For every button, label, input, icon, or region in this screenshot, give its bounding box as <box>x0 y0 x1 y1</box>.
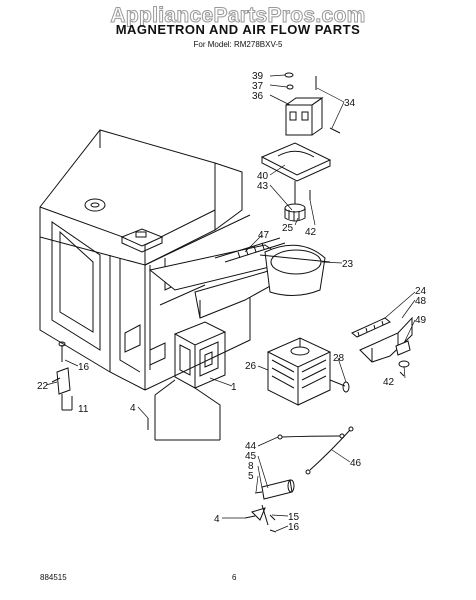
callout-4-upper: 4 <box>130 403 136 414</box>
callout-labels: 39 37 36 34 40 43 25 42 47 23 24 48 49 4… <box>37 71 427 533</box>
callout-42-lower: 42 <box>383 377 395 388</box>
callout-42-upper: 42 <box>305 227 317 238</box>
door-parts-drawing <box>51 341 149 430</box>
callout-34: 34 <box>344 98 356 109</box>
callout-40: 40 <box>257 171 269 182</box>
callout-24: 24 <box>415 286 427 297</box>
callout-25: 25 <box>282 223 294 234</box>
callout-8: 8 <box>248 461 254 472</box>
watermark: AppliancePartsPros.com <box>110 4 366 28</box>
callout-23: 23 <box>342 259 354 270</box>
air-duct-drawing <box>148 237 331 319</box>
callout-22: 22 <box>37 381 49 392</box>
callout-46: 46 <box>350 458 362 469</box>
callout-37: 37 <box>252 81 264 92</box>
callout-11: 11 <box>78 404 89 415</box>
callout-28: 28 <box>333 353 345 364</box>
callout-43: 43 <box>257 181 269 192</box>
magnetron-drawing <box>266 337 350 406</box>
transformer-drawing <box>154 321 227 441</box>
callout-39: 39 <box>252 71 264 82</box>
callout-26: 26 <box>245 361 257 372</box>
page-number: 6 <box>232 573 237 582</box>
callout-16-left: 16 <box>78 362 90 373</box>
callout-5: 5 <box>248 471 254 482</box>
callout-15: 15 <box>288 512 300 523</box>
callout-4-lower: 4 <box>214 514 220 525</box>
document-number: 884515 <box>40 573 67 582</box>
callout-49: 49 <box>415 315 427 326</box>
bracket-drawing <box>351 316 413 377</box>
callout-45: 45 <box>245 451 257 462</box>
callout-47: 47 <box>258 230 270 241</box>
wiring-drawing <box>244 426 354 533</box>
fan-motor-drawing <box>260 72 341 222</box>
diagram-title: MAGNETRON AND AIR FLOW PARTS <box>115 22 361 37</box>
callout-16-lower: 16 <box>288 522 300 533</box>
cabinet-drawing <box>39 129 251 391</box>
callout-36: 36 <box>252 91 264 102</box>
leader-lines <box>45 74 416 532</box>
callout-48: 48 <box>415 296 427 307</box>
callout-1: 1 <box>231 382 237 393</box>
callout-44: 44 <box>245 441 257 452</box>
model-subtitle: For Model: RM278BXV-5 <box>193 40 283 49</box>
